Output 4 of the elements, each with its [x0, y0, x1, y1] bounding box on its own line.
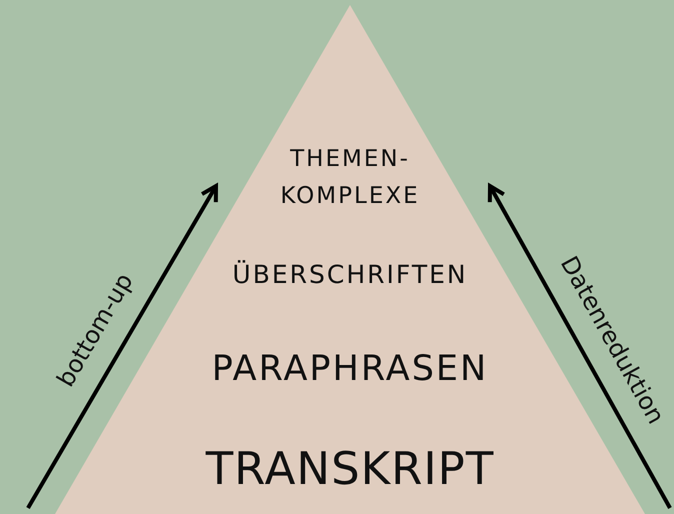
level-label: PARAPHRASEN: [212, 348, 488, 391]
level-label: TRANSKRIPT: [206, 441, 494, 497]
level-label: THEMEN- KOMPLEXE: [279, 145, 421, 211]
level-label: ÜBERSCHRIFTEN: [232, 259, 468, 291]
